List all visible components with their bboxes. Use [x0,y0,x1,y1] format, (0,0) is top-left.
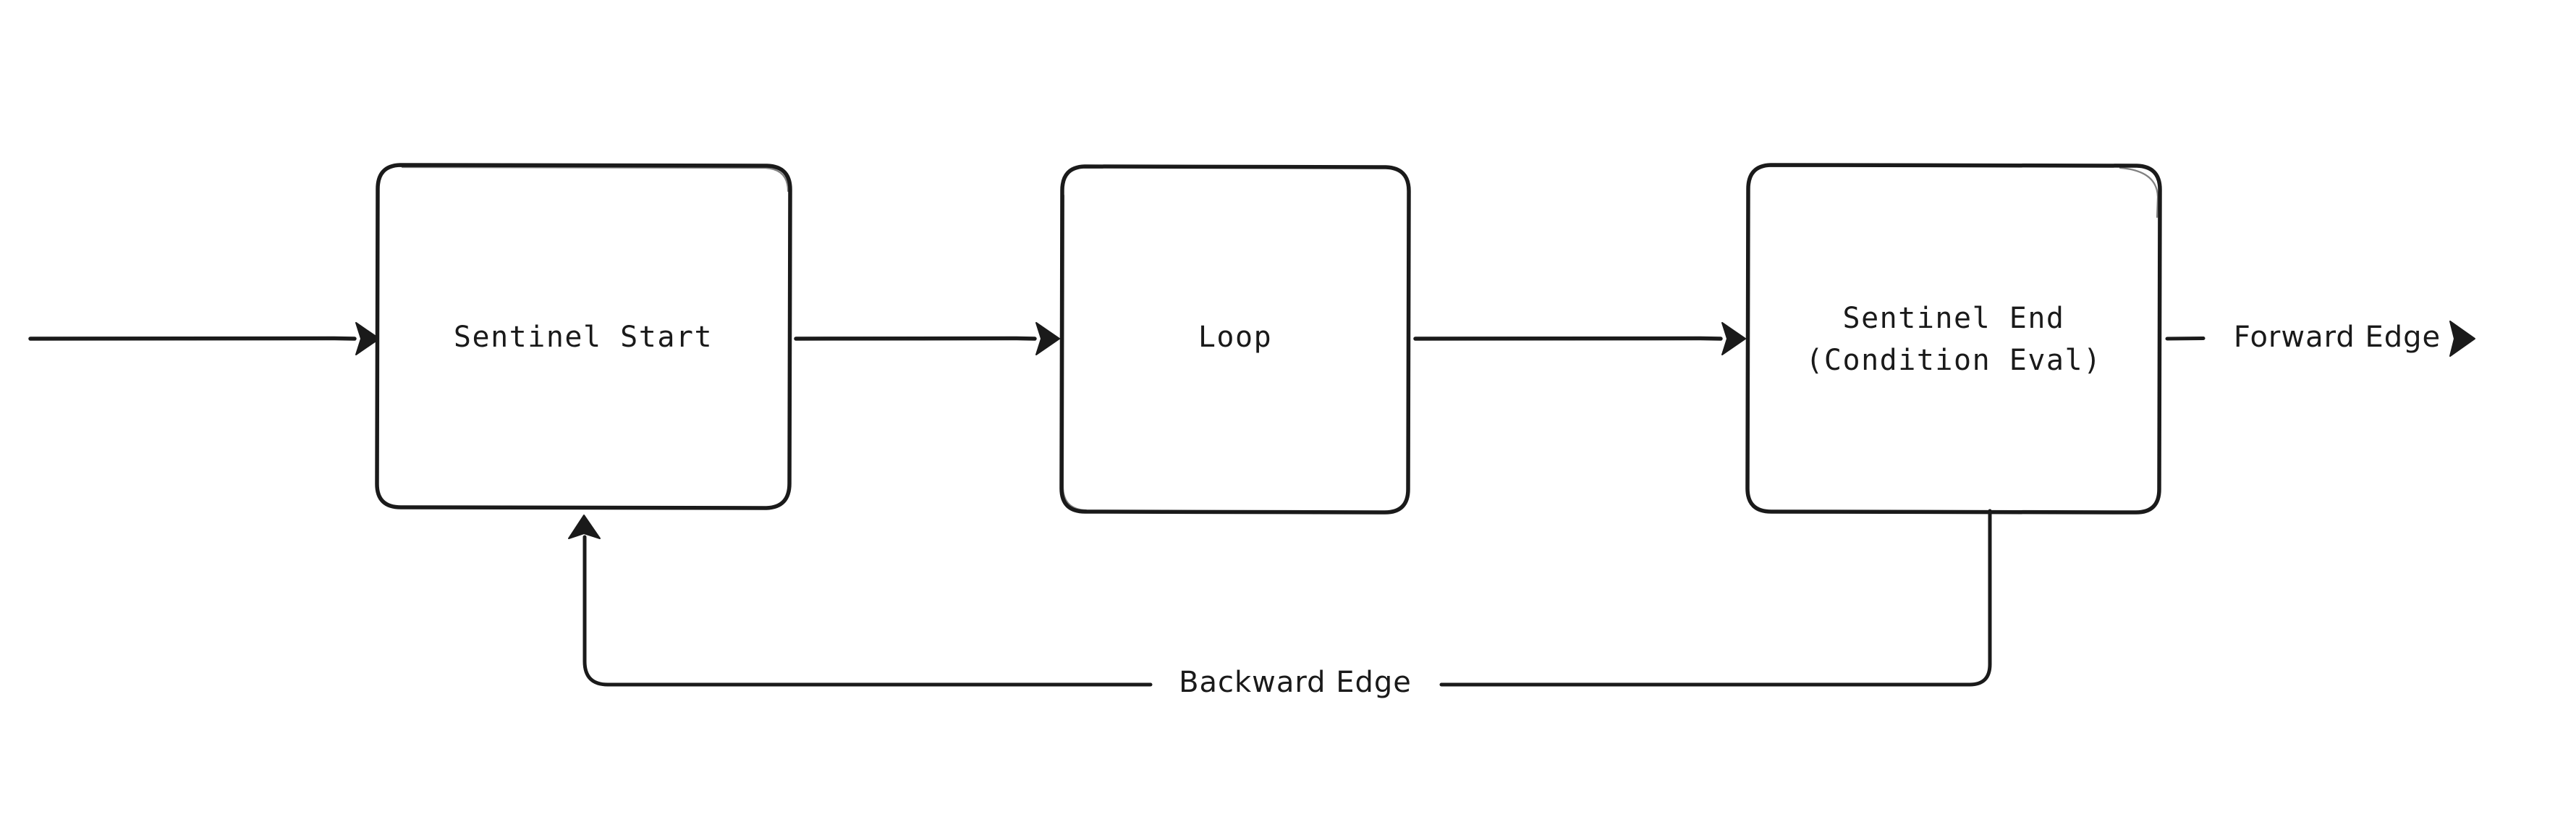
node-sentinel-end-sketch-overlay [2119,166,2159,219]
arrowhead-loop-to-end-icon [1721,322,1746,355]
node-loop[interactable]: Loop [1059,164,1411,515]
edge-forward-edge-label: Forward Edge [2234,321,2441,354]
edge-entry-edge[interactable] [28,322,380,355]
node-sentinel-start[interactable]: Sentinel Start [375,163,792,510]
node-sentinel-end-label-line2: (Condition Eval) [1805,344,2101,377]
edge-forward-edge[interactable]: Forward Edge [2165,321,2475,357]
edge-start-to-loop[interactable] [794,322,1060,355]
arrowhead-forward-edge-icon [2449,321,2475,357]
node-sentinel-start-sketch-overlay [401,166,789,192]
edge-backward-edge-right-segment [1439,509,1992,687]
node-loop-shape [1059,164,1411,515]
node-sentinel-start-shape [375,163,792,510]
arrowhead-entry-icon [355,322,380,355]
edge-loop-to-end[interactable] [1413,322,1746,355]
node-loop-label: Loop [1198,321,1272,354]
node-sentinel-start-label: Sentinel Start [454,321,713,354]
arrowhead-start-to-loop-icon [1035,322,1060,355]
node-sentinel-end-label-line1: Sentinel End [1843,302,2065,335]
edge-backward-edge-label: Backward Edge [1179,666,1412,699]
edge-backward-edge[interactable]: Backward Edge [568,509,1992,699]
node-loop-sketch-overlay [1062,194,1088,512]
node-sentinel-end-shape [1745,163,2162,515]
node-sentinel-end[interactable]: Sentinel End (Condition Eval) [1745,163,2162,515]
edge-backward-edge-left-segment [582,535,1153,687]
arrowhead-backward-edge-icon [568,515,601,539]
